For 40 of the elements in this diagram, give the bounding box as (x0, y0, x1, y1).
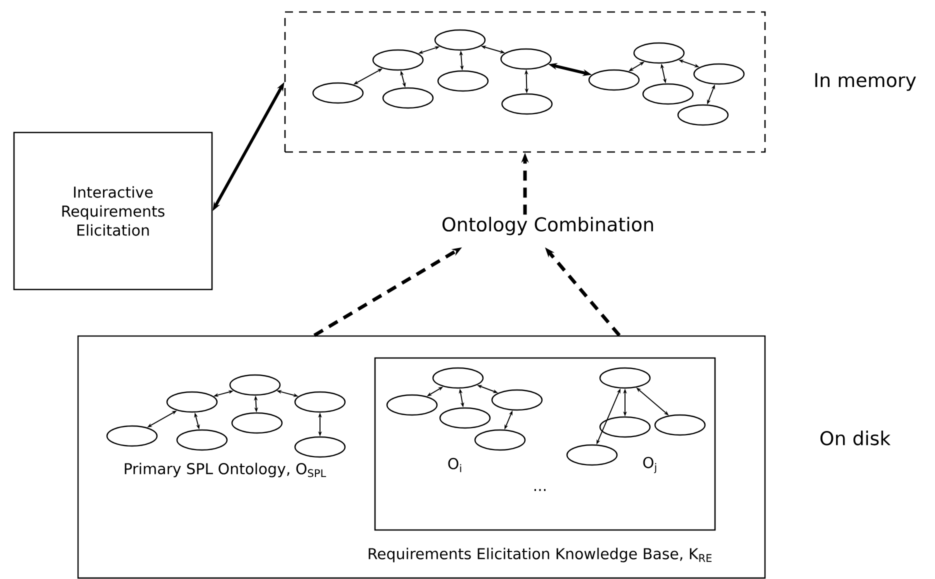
ellipse-node (294, 436, 346, 458)
inner-box (374, 357, 716, 531)
box (77, 335, 766, 579)
ellipse-node (501, 93, 553, 115)
caption-label: ... (534, 489, 546, 491)
ellipse-node (566, 444, 618, 466)
ellipse-node (372, 49, 424, 71)
process-label: Ontology Combination (442, 216, 653, 236)
ellipse-node (432, 367, 484, 389)
ellipse-node (231, 412, 283, 434)
ellipse-node (588, 69, 640, 91)
ellipse-node (693, 63, 745, 85)
dashed-box (284, 11, 766, 153)
ellipse-node (106, 425, 158, 447)
ellipse-node (654, 414, 706, 436)
ellipse-node (599, 367, 651, 389)
ellipse-node (437, 70, 489, 92)
ellipse-node (166, 391, 218, 413)
ellipse-node (386, 394, 438, 416)
caption-label: O$_{j}$ (643, 456, 656, 474)
ellipse-node (294, 391, 346, 413)
side-label: Requirements Elicitation Knowledge Base, K$_{RE}$ (368, 548, 712, 562)
ellipse-node (642, 83, 694, 105)
ellipse-node (382, 87, 434, 109)
ellipse-node (491, 389, 543, 411)
caption-label: O$_{i}$ (448, 458, 462, 472)
ellipse-node (599, 416, 651, 438)
ellipse-node (677, 104, 729, 126)
caption-label: Primary SPL Ontology, O$_{SPL}$ (124, 462, 326, 478)
side-label: On disk (820, 430, 891, 446)
ellipse-node (229, 374, 281, 396)
process-box: Interactive Requirements Elicitation (13, 132, 213, 290)
ellipse-node (176, 429, 228, 451)
ellipse-node (312, 82, 364, 104)
ellipse-node (474, 429, 526, 451)
ellipse-node (434, 29, 486, 51)
ellipse-node (633, 42, 685, 64)
ellipse-node (439, 407, 491, 429)
ellipse-node (500, 48, 552, 70)
side-label: In memory (815, 73, 916, 91)
